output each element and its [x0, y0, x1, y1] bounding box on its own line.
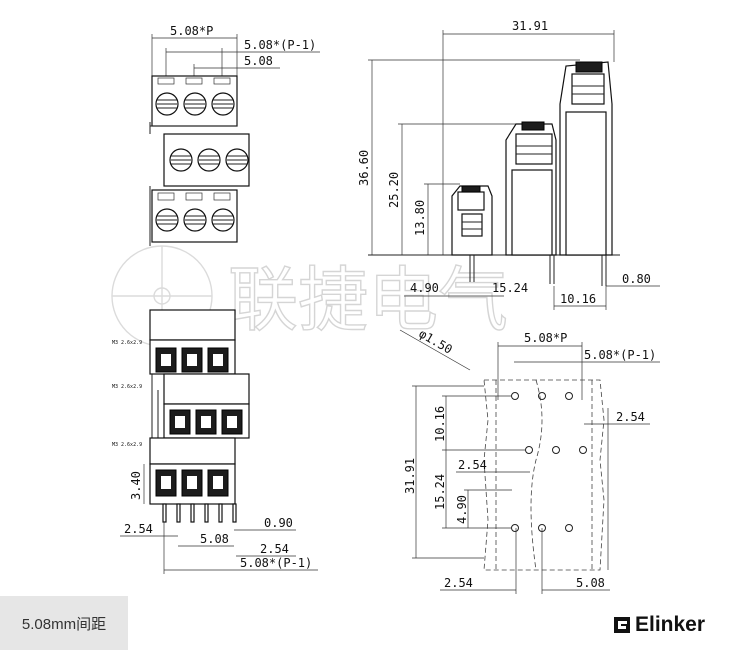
dim-side-b3: 10.16: [560, 292, 596, 306]
dim-top-pitch: 5.08*P: [170, 24, 213, 38]
dim-front-340: 3.40: [129, 471, 143, 500]
front-view: M3 2.6x2.9 M3 2.6x2.9 M3 2.6x2.9: [112, 309, 318, 574]
dim-pcb-1016: 10.16: [433, 406, 447, 442]
dim-pcb-508-bottom: 5.08: [576, 576, 605, 590]
dim-front-total: 5.08*(P-1): [240, 556, 312, 570]
dim-pcb-254-bottom: 2.54: [444, 576, 473, 590]
dim-side-b2: 15.24: [492, 281, 528, 295]
dim-pcb-total: 5.08*(P-1): [584, 348, 656, 362]
pcb-hole: [511, 392, 587, 532]
side-view: 31.91 36.60 25.20 13.80: [357, 19, 660, 310]
dim-pcb-254-right: 2.54: [616, 410, 645, 424]
dim-side-h2: 25.20: [387, 172, 401, 208]
dim-pcb-490: 4.90: [455, 495, 469, 524]
dim-side-pin: 0.80: [622, 272, 651, 286]
screw-label: M3 2.6x2.9: [112, 384, 142, 390]
dim-front-254-left: 2.54: [124, 522, 153, 536]
screw-label: M3 2.6x2.9: [112, 442, 142, 448]
dim-front-254-bottom: 2.54: [260, 542, 289, 556]
brand-logo: Elinker: [612, 612, 705, 638]
dim-pcb-3191: 31.91: [403, 458, 417, 494]
dim-pcb-1524: 15.24: [433, 474, 447, 510]
dim-side-b1: 4.90: [410, 281, 439, 295]
dim-pcb-pitch: 5.08*P: [524, 331, 567, 345]
elinker-logo-icon: [614, 617, 630, 633]
footer-label: 5.08mm间距: [0, 596, 128, 650]
screw-head: [155, 92, 235, 116]
dim-top-total: 5.08*(P-1): [244, 38, 316, 52]
watermark: 联捷电气: [111, 245, 509, 347]
screw-head: [169, 148, 249, 172]
dim-pcb-254-mid: 2.54: [458, 458, 487, 472]
screw-head: [155, 208, 235, 232]
watermark-text: 联捷电气: [228, 259, 508, 341]
dim-front-090: 0.90: [264, 516, 293, 530]
pins: [162, 503, 237, 523]
screw-label: M3 2.6x2.9: [112, 340, 142, 346]
dim-side-h3: 13.80: [413, 200, 427, 236]
dim-side-h1: 36.60: [357, 150, 371, 186]
top-view: 5.08*P 5.08*(P-1) 5.08: [149, 24, 320, 246]
pcb-layout: φ1.50 5.08*P 5.08*(P-1) 31.91: [399, 326, 660, 594]
dim-front-508: 5.08: [200, 532, 229, 546]
brand-name: Elinker: [635, 613, 706, 636]
dim-side-width: 31.91: [512, 19, 548, 33]
dim-top-single: 5.08: [244, 54, 273, 68]
